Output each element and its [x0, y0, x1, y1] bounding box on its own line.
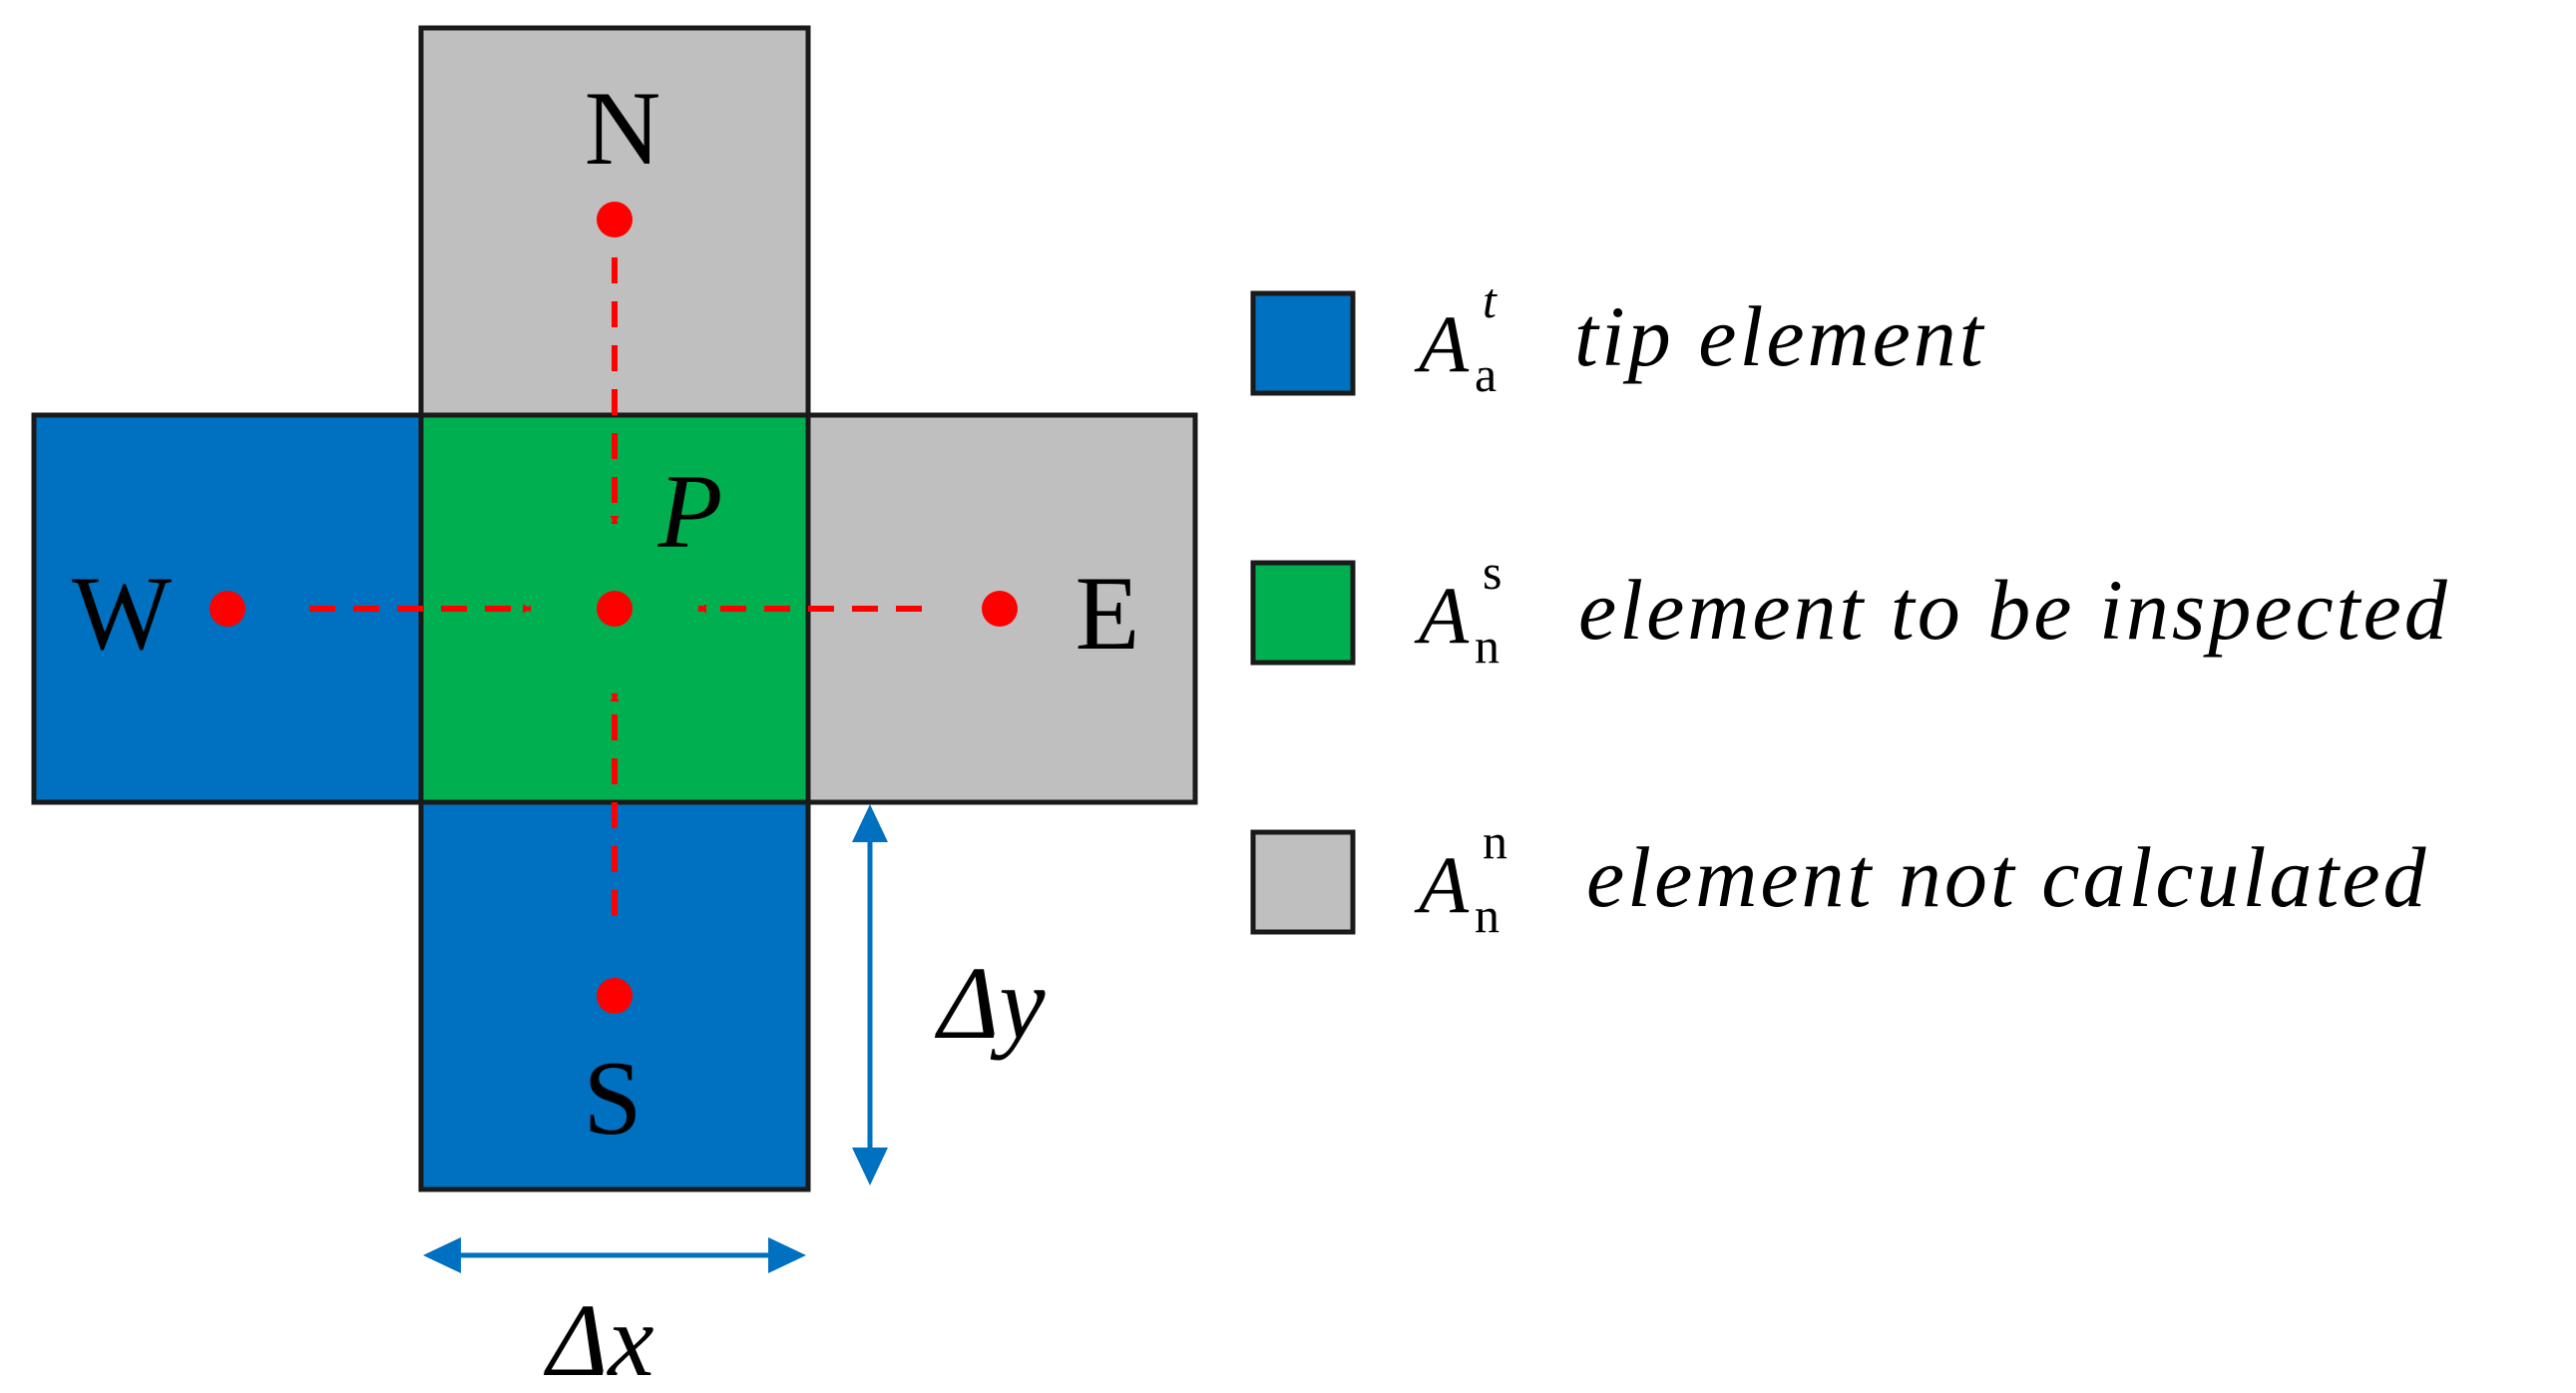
- legend-superscript: n: [1483, 813, 1507, 869]
- legend-item-not-calculated: A n n element not calculated: [1250, 813, 2429, 943]
- legend-symbol: A: [1414, 570, 1470, 661]
- legend: A t a tip element A s n element to be in…: [1250, 272, 2450, 943]
- legend-superscript: t: [1483, 272, 1498, 328]
- legend-label: element not calculated: [1586, 829, 2429, 925]
- legend-subscript: n: [1475, 618, 1500, 674]
- legend-label: element to be inspected: [1578, 562, 2450, 658]
- label-north: N: [585, 70, 661, 187]
- legend-swatch-inspected: [1250, 560, 1356, 666]
- dimension-dx: [423, 1237, 806, 1273]
- legend-symbol: A: [1414, 298, 1470, 389]
- node-dot-south: [597, 978, 633, 1014]
- dimension-dy: [852, 804, 888, 1185]
- label-dy: Δy: [934, 946, 1046, 1061]
- node-dot-west: [210, 591, 245, 627]
- legend-subscript: n: [1475, 887, 1500, 943]
- legend-item-inspected: A s n element to be inspected: [1250, 544, 2450, 674]
- label-east: E: [1075, 555, 1140, 672]
- legend-swatch-not-calculated: [1250, 829, 1356, 935]
- label-dx: Δx: [543, 1283, 653, 1388]
- legend-item-tip: A t a tip element: [1250, 272, 1986, 402]
- label-west: W: [72, 555, 172, 672]
- legend-subscript: a: [1475, 346, 1497, 402]
- legend-swatch-tip: [1250, 290, 1356, 396]
- node-dot-north: [597, 202, 633, 237]
- node-dot-east: [982, 591, 1018, 627]
- label-center-p: P: [657, 453, 723, 570]
- label-south: S: [584, 1040, 643, 1157]
- legend-label: tip element: [1574, 288, 1986, 384]
- legend-superscript: s: [1483, 544, 1502, 600]
- legend-symbol: A: [1414, 839, 1470, 930]
- node-dot-center: [597, 591, 633, 627]
